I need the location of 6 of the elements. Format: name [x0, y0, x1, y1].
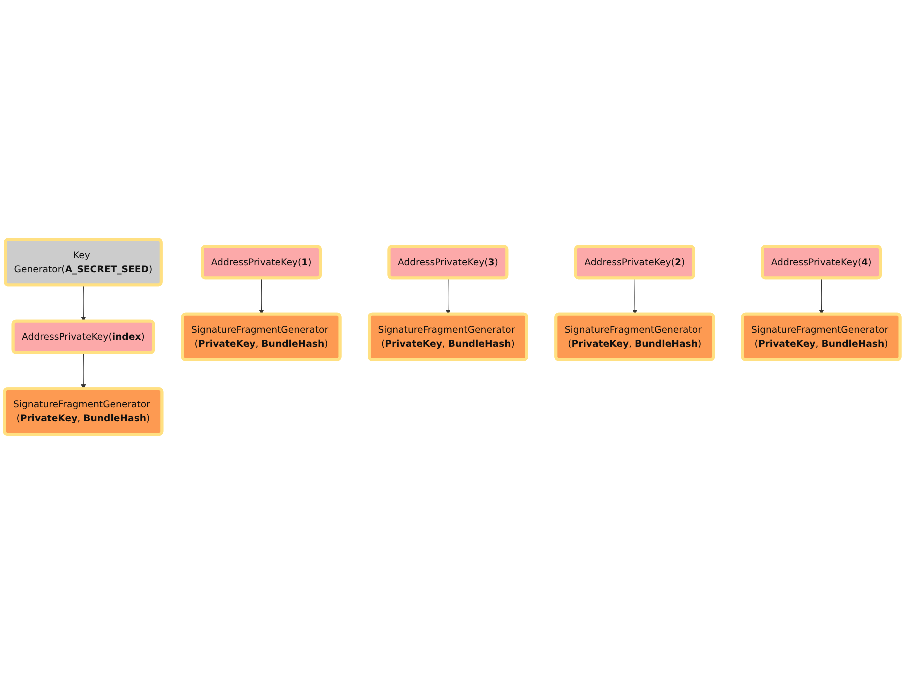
arrow: [81, 353, 86, 390]
arrow: [632, 278, 638, 316]
arrow: [81, 286, 86, 322]
arrow: [259, 278, 264, 316]
arrow: [819, 278, 824, 316]
arrow: [446, 278, 451, 316]
